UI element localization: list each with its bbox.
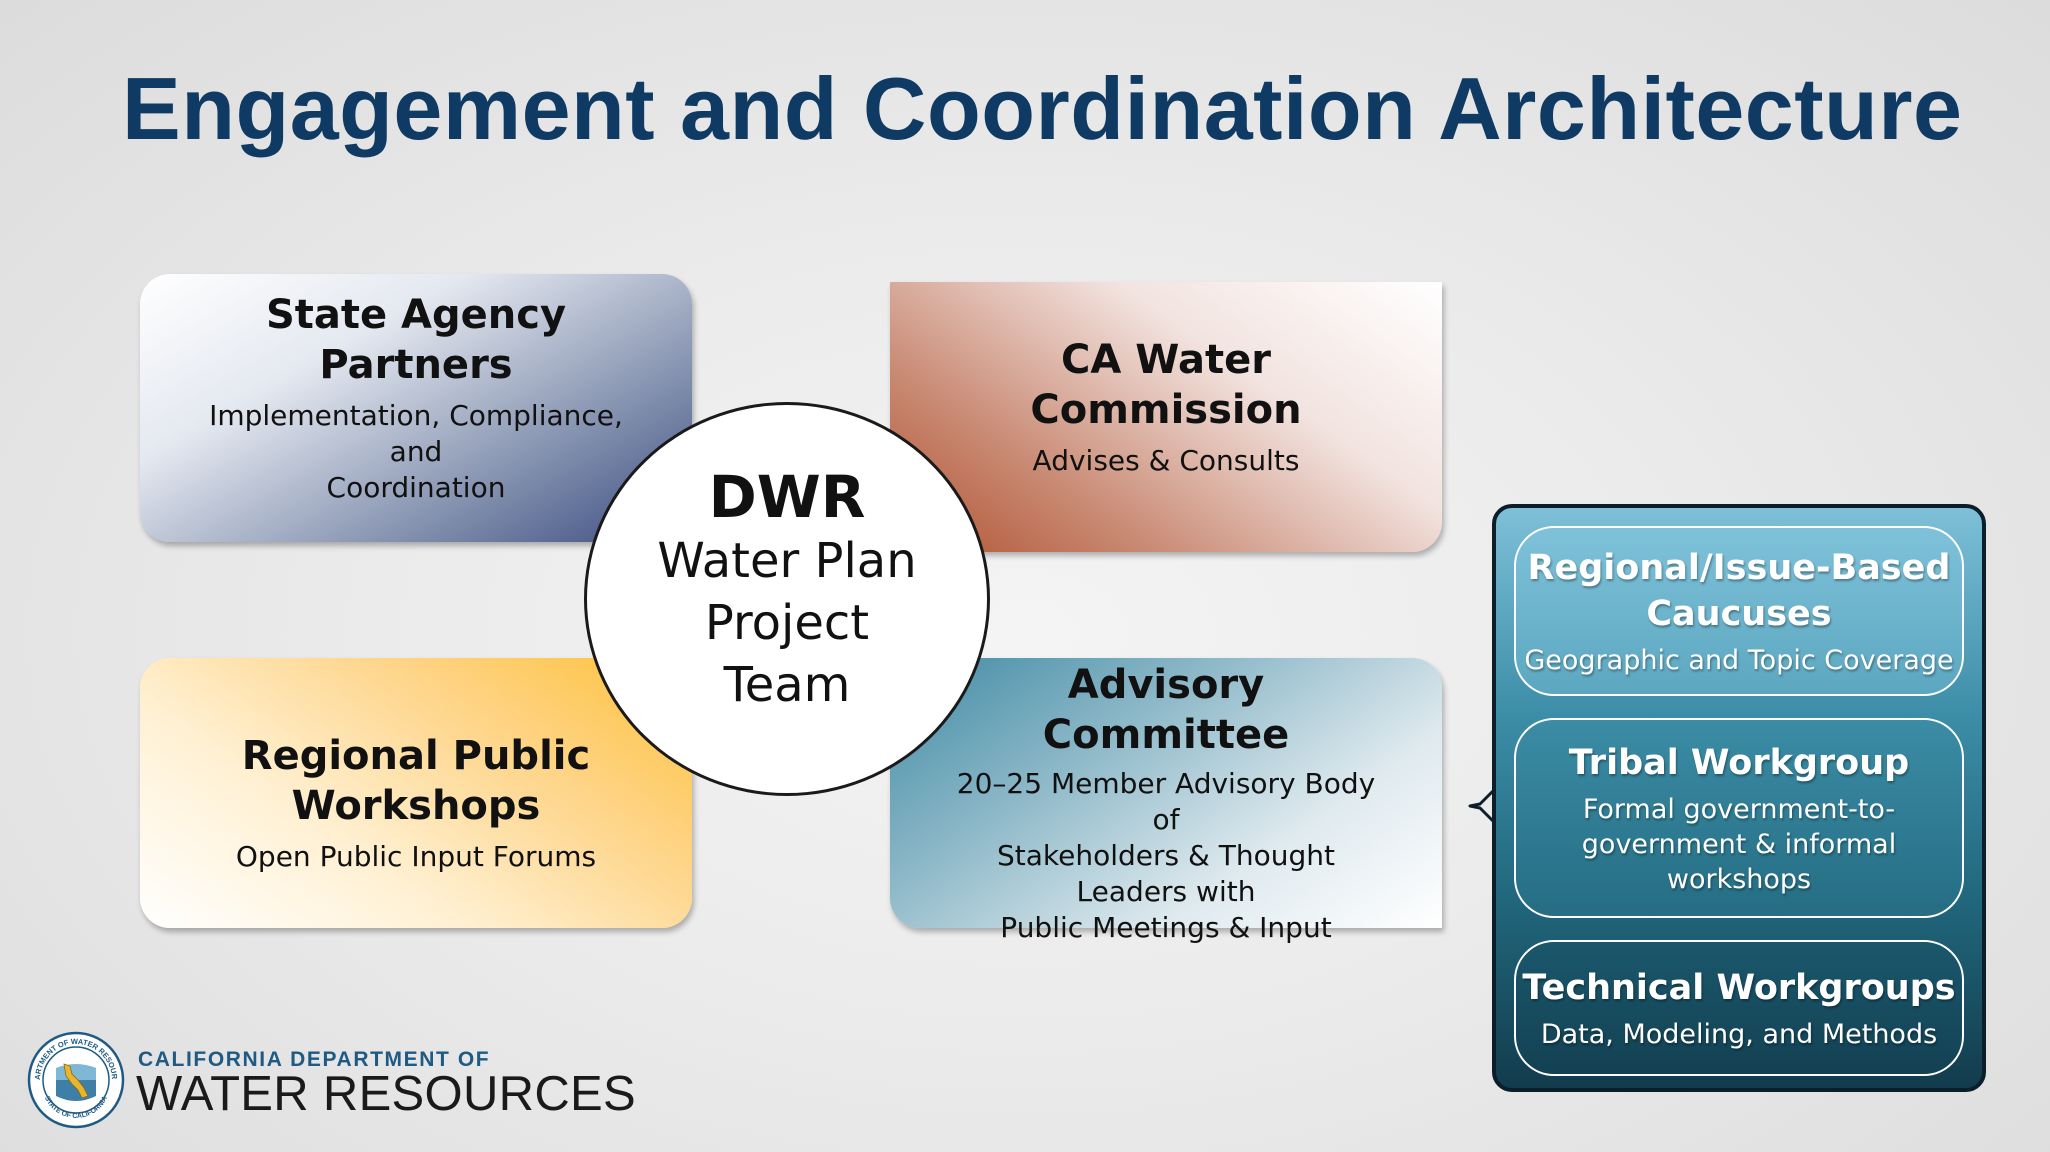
advisory-committee-title: Advisory Committee xyxy=(1042,662,1290,758)
caucuses-description: Geographic and Topic Coverage xyxy=(1524,644,1954,676)
dwr-project-team-circle: DWR Water Plan Project Team xyxy=(584,402,990,796)
tribal-description-line: government & informal xyxy=(1581,828,1897,860)
tribal-description-line: Formal government-to- xyxy=(1582,793,1896,825)
advisory-description-line: Stakeholders & Thought Leaders with xyxy=(997,839,1335,908)
caucuses-title-line: Regional/Issue-Based xyxy=(1527,547,1951,588)
regional-issue-caucuses-card: Regional/Issue-Based Caucuses Geographic… xyxy=(1514,526,1964,696)
regional-public-workshops-box: Regional Public Workshops Open Public In… xyxy=(140,658,692,928)
advisory-committee-description: 20–25 Member Advisory Body of Stakeholde… xyxy=(940,766,1392,946)
technical-workgroups-description: Data, Modeling, and Methods xyxy=(1540,1018,1938,1050)
state-agency-partners-box: State Agency Partners Implementation, Co… xyxy=(140,274,692,542)
state-agency-description-line: Coordination xyxy=(326,471,506,504)
center-subtitle-line: Project xyxy=(704,595,870,651)
page-title: Engagement and Coordination Architecture xyxy=(122,59,1963,158)
center-subtitle-line: Water Plan xyxy=(657,533,917,589)
caucuses-title-line: Caucuses xyxy=(1646,593,1832,634)
agency-name-top: CALIFORNIA DEPARTMENT OF xyxy=(138,1048,491,1071)
callout-pointer xyxy=(1468,786,1498,826)
tribal-workgroup-card: Tribal Workgroup Formal government-to- g… xyxy=(1514,718,1964,918)
ca-water-commission-title: CA Water Commission xyxy=(1030,337,1302,433)
tribal-workgroup-description: Formal government-to- government & infor… xyxy=(1582,792,1896,897)
regional-public-workshops-description: Open Public Input Forums xyxy=(235,840,597,873)
state-agency-description-line: Implementation, Compliance, and xyxy=(209,399,623,468)
technical-workgroups-title: Technical Workgroups xyxy=(1522,967,1956,1008)
dwr-seal-icon: DEPARTMENT OF WATER RESOURCES STATE OF C… xyxy=(26,1030,125,1129)
agency-name-main: WATER RESOURCES xyxy=(136,1067,636,1121)
ca-water-commission-description: Advises & Consults xyxy=(1032,444,1300,477)
state-agency-partners-description: Implementation, Compliance, and Coordina… xyxy=(190,398,642,506)
advisory-committee-box: Advisory Committee 20–25 Member Advisory… xyxy=(890,658,1442,944)
advisory-description-line: Public Meetings & Input xyxy=(1000,911,1332,944)
caucuses-title: Regional/Issue-Based Caucuses xyxy=(1528,545,1951,637)
workshops-title-line: Regional Public xyxy=(241,733,591,779)
ca-water-commission-box: CA Water Commission Advises & Consults xyxy=(890,282,1442,552)
state-agency-partners-title: State Agency Partners xyxy=(265,292,567,388)
subgroups-panel: Regional/Issue-Based Caucuses Geographic… xyxy=(1492,504,1986,1092)
technical-workgroups-card: Technical Workgroups Data, Modeling, and… xyxy=(1514,940,1964,1076)
center-title: DWR xyxy=(708,463,866,531)
center-subtitle-line: Team xyxy=(723,657,851,713)
tribal-workgroup-title: Tribal Workgroup xyxy=(1568,742,1910,783)
workshops-title-line: Workshops xyxy=(291,783,541,829)
advisory-description-line: 20–25 Member Advisory Body of xyxy=(956,767,1376,836)
regional-public-workshops-title: Regional Public Workshops xyxy=(242,731,590,831)
tribal-description-line: workshops xyxy=(1666,863,1812,895)
